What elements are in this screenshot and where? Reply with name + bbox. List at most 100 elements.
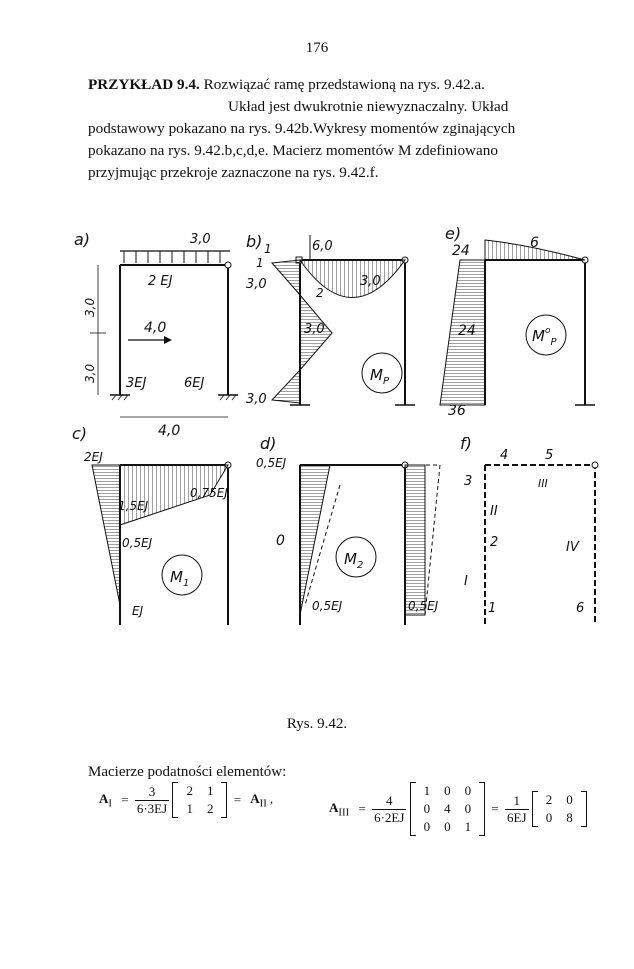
- e-val-24: 24: [452, 243, 470, 259]
- load-label: 3,0: [190, 232, 211, 247]
- f-s1: 1: [488, 601, 496, 616]
- a3-symbol: AIII: [329, 799, 350, 819]
- col-left-label: 3EJ: [126, 376, 146, 391]
- m1-label: M1: [170, 568, 189, 589]
- a3-cell-1-2: 0: [464, 801, 472, 816]
- a3b-cell-1-1: 8: [566, 810, 573, 825]
- panel-c-label: c): [72, 424, 87, 443]
- a1-eq2: =: [233, 792, 242, 807]
- f-e4: IV: [566, 540, 580, 555]
- d-val-05ej-b: 0,5EJ: [312, 599, 343, 613]
- mp-label: MP: [370, 366, 390, 387]
- a3b-cell-0-0: 2: [545, 792, 553, 807]
- f-s3: 3: [464, 474, 472, 489]
- panel-a-label: a): [74, 230, 90, 249]
- a3-cell-0-0: 1: [423, 783, 431, 798]
- e-val-24b: 24: [458, 323, 476, 339]
- a3-cell-1-0: 0: [423, 801, 431, 816]
- intro-line-5: przyjmując przekroje zaznaczone na rys. …: [88, 164, 379, 181]
- intro-line-1-text: Rozwiązać ramę przedstawioną na rys. 9.4…: [203, 76, 485, 93]
- a3-eq2: =: [491, 801, 499, 816]
- page-number: 176: [305, 40, 329, 56]
- intro-line-4: pokazano na rys. 9.42.b,c,d,e. Macierz m…: [88, 142, 498, 159]
- f-s4: 4: [500, 448, 508, 463]
- col-right-label: 6EJ: [184, 376, 204, 391]
- b-val-3-beam: 3,0: [360, 274, 381, 289]
- f-s6: 6: [576, 601, 584, 616]
- f-e2: II: [490, 504, 498, 519]
- a3-cell-0-1: 0: [444, 783, 451, 798]
- dim-width-label: 4,0: [158, 423, 180, 439]
- c-val-075ej: 0,75EJ: [190, 486, 228, 500]
- a1-cell-1-0: 1: [186, 801, 193, 816]
- c-val-ej: EJ: [132, 604, 144, 618]
- a1-cell-0-0: 2: [186, 783, 193, 798]
- b-val-3-bottom: 3,0: [246, 392, 267, 407]
- panel-b-label: b): [246, 232, 262, 251]
- a3b-cell-0-1: 0: [566, 792, 573, 807]
- a3-cell-1-1: 4: [444, 801, 451, 816]
- a1-cell-1-1: 2: [206, 801, 214, 816]
- b-label-2: 2: [316, 286, 324, 300]
- panel-f: f) 1 2 3 4 5 6 I II III IV: [460, 434, 599, 625]
- intro-line-2: Układ jest dwukrotnie niewyznaczalny. Uk…: [228, 98, 509, 115]
- d-val-05ej: 0,5EJ: [256, 456, 287, 470]
- mp0-label-sup: o: [545, 326, 551, 336]
- mp-label-sub: P: [383, 376, 390, 387]
- mp0-label: MoP: [532, 326, 557, 348]
- a1-cell-0-1: 1: [206, 783, 214, 798]
- figure-caption: Rys. 9.42.: [286, 716, 348, 732]
- b-val-3-left: 3,0: [246, 277, 267, 292]
- panel-c: c) 2EJ 0,75EJ 1,5EJ 0,5EJ EJ M1: [72, 424, 232, 625]
- c-val-05ej: 0,5EJ: [122, 536, 153, 550]
- mp0-label-sub: P: [550, 337, 557, 348]
- a3-eq: =: [358, 801, 366, 816]
- panel-f-label: f): [460, 434, 472, 453]
- frame-figure: a) 3,0 2 EJ 4,0 3EJ 6EJ 3,0 3,0 4,0: [72, 224, 599, 625]
- e-val-6: 6: [530, 235, 539, 251]
- m2-label-sub: 2: [357, 560, 363, 571]
- dim-top-label: 3,0: [83, 298, 97, 317]
- a1-comma: ,: [269, 790, 274, 806]
- a3-cell-2-1: 0: [444, 819, 451, 834]
- b-val-6: 6,0: [312, 239, 333, 254]
- c-val-2ej: 2EJ: [84, 450, 103, 464]
- mp0-label-main: M: [532, 327, 545, 345]
- f-s5: 5: [545, 448, 553, 463]
- c-val-15ej: 1,5EJ: [118, 499, 149, 513]
- panel-e-label: e): [445, 224, 461, 243]
- b-unit-1: 1: [264, 242, 272, 256]
- d-val-05ej-c: 0,5EJ: [408, 599, 439, 613]
- a1-eq: =: [121, 792, 129, 807]
- f-s2: 2: [490, 535, 498, 550]
- panel-d: d) 0,5EJ 0 0,5EJ 0,5EJ M2: [256, 434, 441, 625]
- e-val-36: 36: [448, 403, 466, 419]
- m2-label: M2: [344, 550, 363, 571]
- beam-ej-label: 2 EJ: [148, 274, 173, 289]
- force-label: 4,0: [144, 320, 166, 336]
- b-val-3-mid: 3,0: [304, 322, 325, 337]
- dim-bottom-label: 3,0: [83, 364, 97, 383]
- mp-label-main: M: [370, 366, 383, 384]
- m1-label-sub: 1: [183, 578, 189, 589]
- a1-symbol: AI: [99, 790, 112, 810]
- d-val-0: 0: [276, 533, 285, 549]
- a3-cell-2-2: 1: [464, 819, 472, 834]
- panel-a: a) 3,0 2 EJ 4,0 3EJ 6EJ 3,0 3,0 4,0: [74, 230, 238, 439]
- a3b-cell-1-0: 0: [545, 810, 553, 825]
- m2-label-main: M: [344, 550, 357, 568]
- a3-cell-2-0: 0: [423, 819, 431, 834]
- panel-b: b) 6,0 3,0 3,0 3,0 3,0 1 1 2 MP: [246, 232, 415, 407]
- panel-d-label: d): [260, 434, 276, 453]
- panel-e: e) 24 6 24 36 MoP: [439, 224, 595, 419]
- m1-label-main: M: [170, 568, 183, 586]
- a2-symbol: AII: [250, 790, 267, 810]
